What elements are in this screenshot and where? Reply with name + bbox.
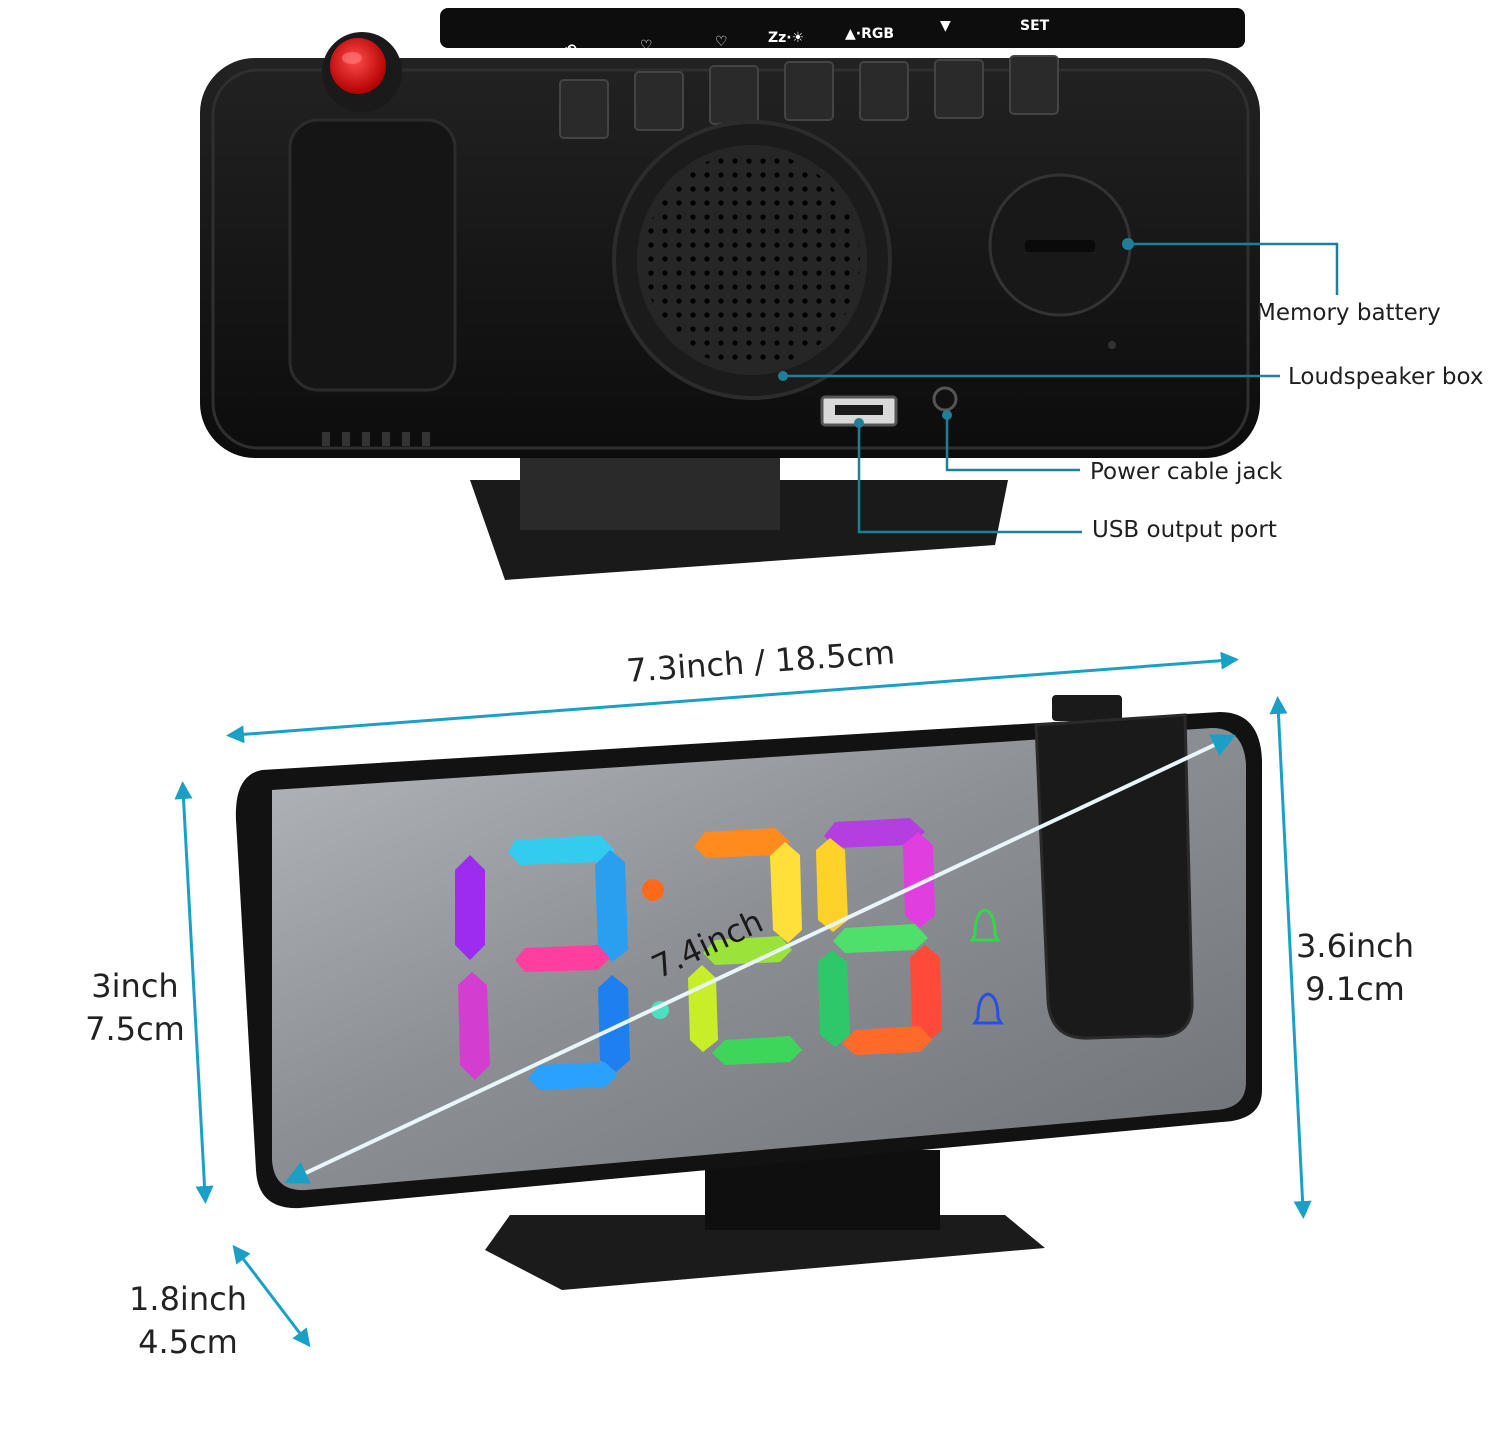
loudspeaker-box-label: Loudspeaker box: [1288, 364, 1484, 390]
depth-label: 1.8inch 4.5cm: [128, 1278, 248, 1364]
loudspeaker: [612, 120, 892, 400]
front-view-clock: [235, 695, 1262, 1290]
digit-segment: [712, 1036, 802, 1065]
height-right-inch: 3.6inch: [1296, 927, 1414, 965]
digit-segment: [842, 1026, 932, 1055]
down-label: ▼: [940, 18, 951, 34]
projector-knob: [322, 32, 402, 112]
height-left-inch: 3inch: [91, 967, 179, 1005]
diagonal-arrow: [284, 734, 1236, 1184]
digit-segment: [528, 1062, 618, 1090]
digit-segment: [458, 972, 490, 1080]
digit-segment: [833, 924, 928, 953]
front-stand-base: [485, 1215, 1045, 1290]
callout-dots: [778, 238, 1134, 428]
snooze-label: Zz·☀: [768, 30, 804, 46]
dimension-arrows: [174, 651, 1312, 1348]
vent-slots: [322, 432, 430, 446]
depth-cm: 4.5cm: [138, 1323, 238, 1362]
alarm1-label: ♡: [715, 34, 728, 50]
digit-segment: [818, 950, 850, 1047]
back-view-clock: SET ▼ ▲·RGB Zz·☀ ♡ ♡ ⟲: [200, 8, 1260, 580]
digit-segment: [595, 850, 628, 962]
rgb-label: ▲·RGB: [845, 26, 894, 42]
power-jack: [932, 386, 958, 412]
alarm2-label: ♡: [640, 38, 653, 54]
set-label: SET: [1020, 18, 1050, 34]
height-right-label: 3.6inch 9.1cm: [1295, 925, 1415, 1011]
projection-label: ⟲: [565, 42, 577, 58]
back-buttons: [559, 55, 1059, 139]
digit-segment: [515, 945, 610, 972]
battery-cover: [988, 173, 1132, 317]
height-left-label: 3inch 7.5cm: [80, 965, 190, 1051]
power-cable-jack-label: Power cable jack: [1090, 459, 1283, 485]
height-right-cm: 9.1cm: [1305, 970, 1405, 1009]
depth-inch: 1.8inch: [129, 1280, 247, 1318]
callout-lines: [783, 242, 1339, 534]
digit-segment: [770, 842, 802, 943]
height-left-cm: 7.5cm: [85, 1010, 185, 1049]
top-button-strip: [440, 8, 1245, 48]
digit-segment: [508, 835, 615, 865]
projector-housing: [1034, 695, 1194, 1040]
height-left-arrow: [174, 781, 214, 1204]
digit-segment: [455, 855, 485, 960]
memory-battery-label: Memory battery: [1256, 300, 1441, 326]
height-right-arrow: [1269, 696, 1312, 1219]
depth-arrow: [232, 1244, 311, 1348]
usb-output-port-label: USB output port: [1092, 517, 1277, 543]
digit-segment: [688, 965, 718, 1052]
width-arrow: [226, 651, 1239, 744]
side-panel: [288, 118, 457, 392]
colon-dot: [642, 879, 664, 901]
top-button-labels: SET ▼ ▲·RGB Zz·☀ ♡ ♡ ⟲: [565, 18, 1050, 58]
